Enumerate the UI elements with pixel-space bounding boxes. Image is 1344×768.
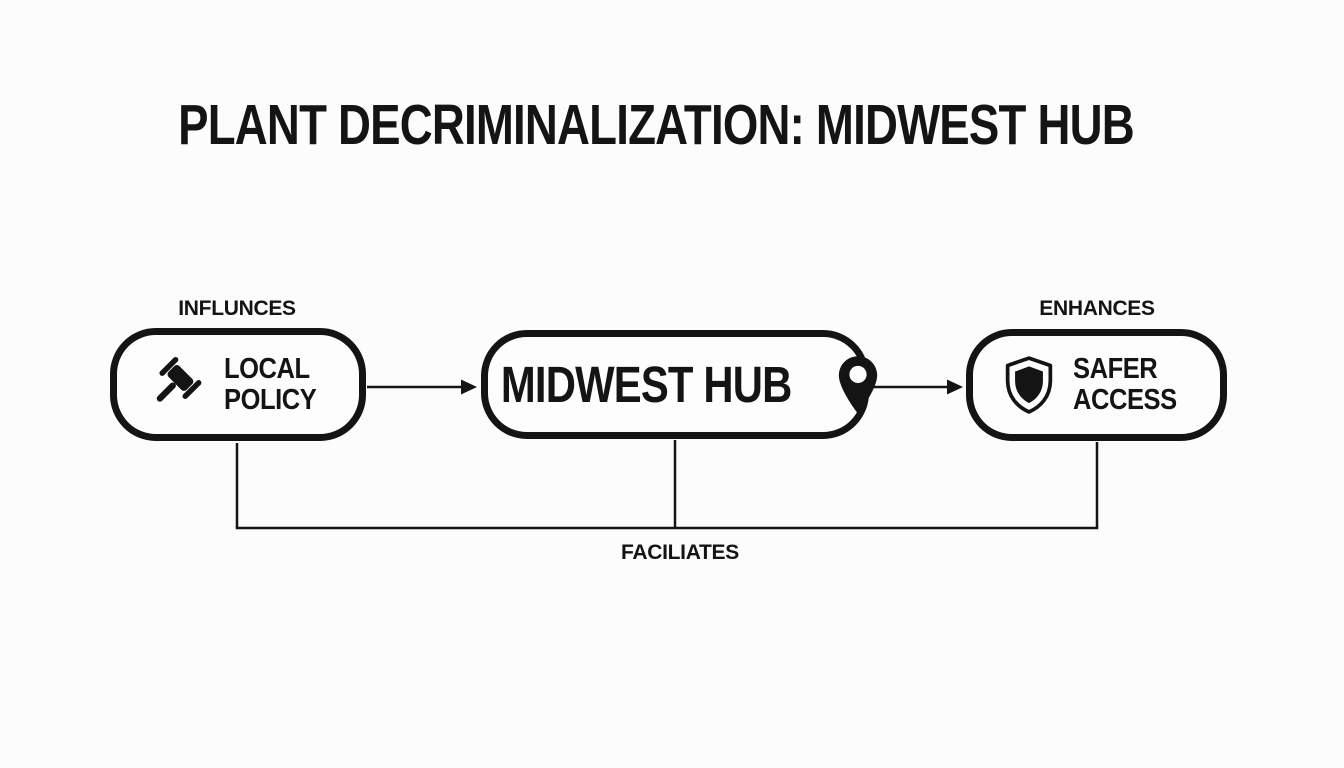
node-midwest-hub-label: MIDWEST HUB: [500, 356, 792, 413]
shield-icon: [1005, 356, 1052, 414]
node-local-policy-line1: LOCAL: [223, 352, 310, 385]
node-safer-access-label: SAFER ACCESS: [1073, 354, 1177, 416]
facilitates-connector: [235, 440, 1099, 530]
node-midwest-hub: MIDWEST HUB: [481, 330, 878, 439]
node-local-policy: LOCAL POLICY: [110, 328, 366, 441]
node-local-policy-line2: POLICY: [223, 383, 317, 416]
edge-label-enhances: ENHANCES: [1039, 297, 1155, 320]
node-safer-access-line2: ACCESS: [1072, 384, 1177, 416]
page-title-text: PLANT DECRIMINALIZATION: MIDWEST HUB: [178, 93, 1135, 157]
page-title: PLANT DECRIMINALIZATION: MIDWEST HUB: [59, 92, 1254, 158]
location-pin-icon: [839, 355, 878, 414]
node-safer-access: SAFER ACCESS: [966, 329, 1227, 441]
arrow-hub-to-safer: [869, 379, 963, 395]
edge-label-facilitates: FACILIATES: [621, 541, 739, 564]
node-local-policy-label: LOCAL POLICY: [223, 352, 317, 416]
gavel-icon: [156, 356, 201, 402]
edge-label-influences: INFLUNCES: [178, 297, 296, 320]
arrow-local-to-hub: [367, 379, 477, 395]
node-safer-access-line1: SAFER: [1072, 353, 1158, 385]
